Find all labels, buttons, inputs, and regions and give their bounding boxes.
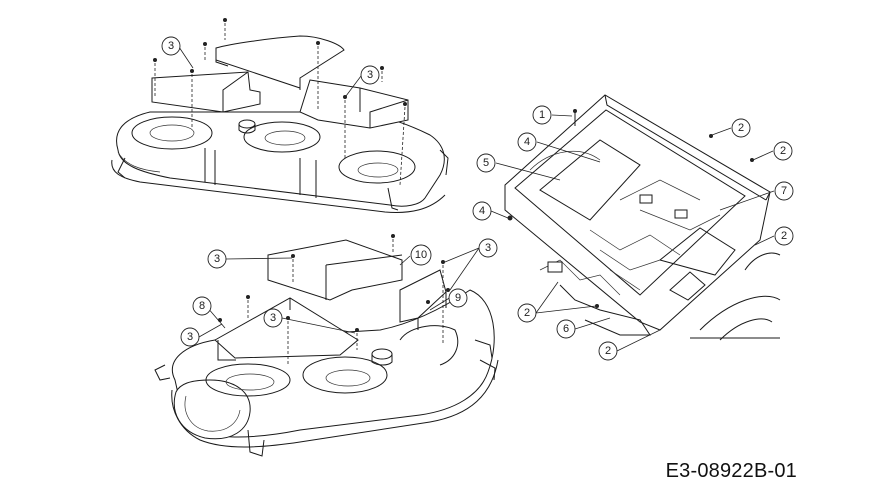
callout-label: 2 — [738, 122, 744, 134]
callout-4[interactable]: 4 — [472, 201, 492, 221]
callout-5[interactable]: 5 — [476, 153, 496, 173]
callout-10[interactable]: 10 — [410, 244, 432, 266]
leader-lines — [178, 46, 775, 352]
callout-label: 1 — [539, 109, 545, 121]
callout-3[interactable]: 3 — [161, 36, 181, 56]
callout-4[interactable]: 4 — [517, 132, 537, 152]
callout-label: 8 — [199, 300, 205, 312]
callout-label: 2 — [780, 145, 786, 157]
callout-label: 4 — [479, 205, 485, 217]
screw-icons — [218, 234, 450, 365]
callout-label: 2 — [781, 230, 787, 242]
lower-mower-deck — [154, 234, 499, 457]
callout-label: 7 — [781, 185, 787, 197]
upper-mower-deck — [111, 18, 449, 213]
callout-2[interactable]: 2 — [517, 303, 537, 323]
callout-3[interactable]: 3 — [263, 308, 283, 328]
callout-label: 4 — [524, 136, 530, 148]
callout-label: 2 — [605, 345, 611, 357]
callout-label: 5 — [483, 157, 489, 169]
callout-6[interactable]: 6 — [556, 319, 576, 339]
callout-2[interactable]: 2 — [598, 341, 618, 361]
callout-1[interactable]: 1 — [532, 105, 552, 125]
callout-label: 3 — [214, 253, 220, 265]
screw-icons — [153, 18, 407, 186]
callout-label: 3 — [187, 331, 193, 343]
callout-label: 6 — [563, 323, 569, 335]
callout-label: 3 — [270, 312, 276, 324]
callout-7[interactable]: 7 — [774, 181, 794, 201]
callout-label: 9 — [455, 292, 461, 304]
callout-label: 3 — [485, 242, 491, 254]
callout-label: 2 — [524, 307, 530, 319]
callout-2[interactable]: 2 — [731, 118, 751, 138]
callout-3[interactable]: 3 — [478, 238, 498, 258]
callout-label: 3 — [168, 40, 174, 52]
callout-2[interactable]: 2 — [774, 226, 794, 246]
chassis-frame — [504, 94, 781, 341]
callout-9[interactable]: 9 — [448, 288, 468, 308]
callout-3[interactable]: 3 — [180, 327, 200, 347]
callout-label: 3 — [367, 69, 373, 81]
callout-label: 10 — [415, 249, 427, 261]
callout-3[interactable]: 3 — [360, 65, 380, 85]
drawing-id-label: E3-08922B-01 — [665, 460, 797, 482]
callout-8[interactable]: 8 — [192, 296, 212, 316]
callout-3[interactable]: 3 — [207, 249, 227, 269]
callout-2[interactable]: 2 — [773, 141, 793, 161]
